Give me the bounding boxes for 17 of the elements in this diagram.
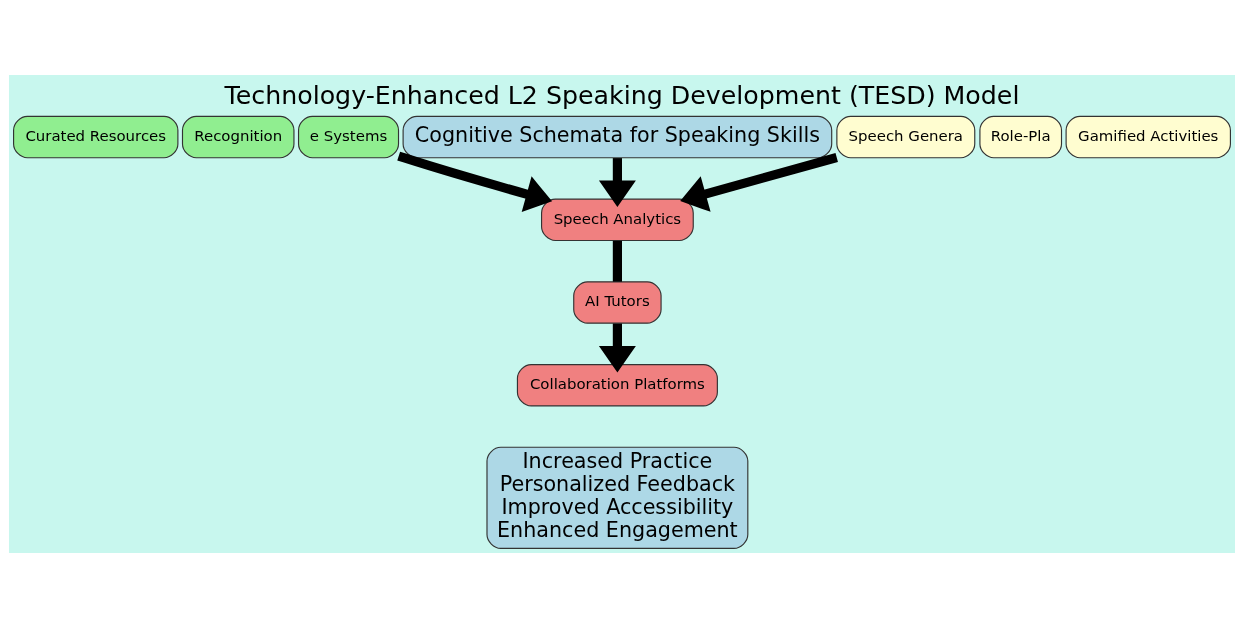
node-box: Speech Genera [836, 115, 976, 158]
node-box: Increased Practice Personalized Feedback Improved Accessibility Enhanced Engagement [486, 446, 749, 549]
node-box: Cognitive Schemata for Speaking Skills [402, 115, 833, 158]
node-box: Curated Resources [13, 115, 179, 158]
node-box: Speech Analytics [541, 198, 694, 241]
arrow [680, 152, 838, 212]
node-box: Role-Pla [979, 115, 1063, 158]
node-box: AI Tutors [573, 280, 662, 324]
node-box: e Systems [297, 115, 400, 158]
node-box: Gamified Activities [1065, 115, 1231, 158]
diagram-title: Technology-Enhanced L2 Speaking Development (TESD) Model [224, 80, 1020, 110]
node-box: Collaboration Platforms [516, 363, 718, 406]
arrow [598, 157, 636, 207]
node-box: Recognition [181, 115, 295, 158]
arrow [397, 151, 553, 212]
arrow [598, 323, 636, 372]
connector [612, 240, 622, 282]
